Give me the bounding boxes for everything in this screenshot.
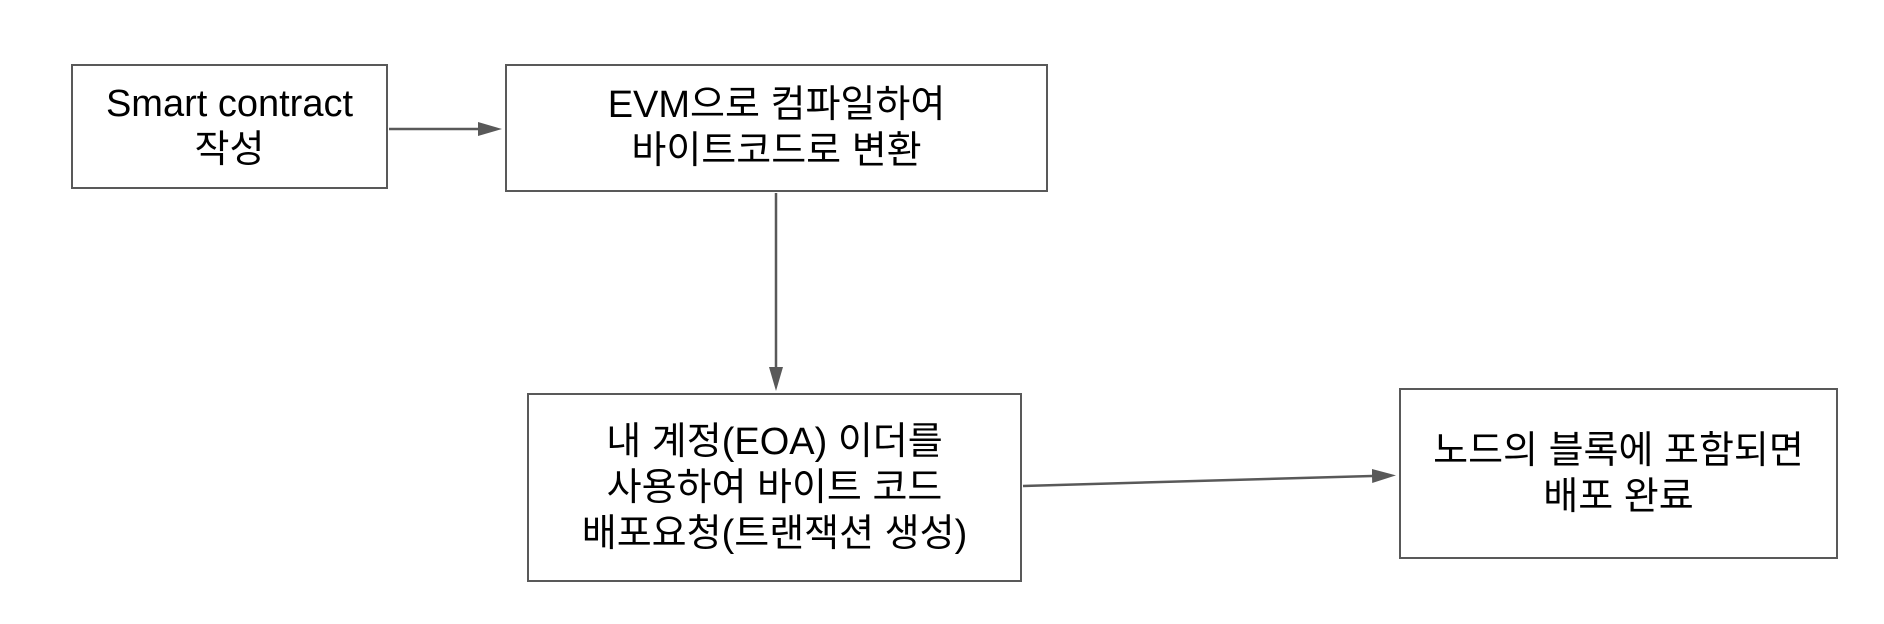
node-label-line: EVM으로 컴파일하여: [607, 84, 946, 126]
node-label-line: 작성: [194, 128, 265, 171]
node-deploy-request: 내 계정(EOA) 이더를 사용하여 바이트 코드 배포요청(트랜잭션 생성): [527, 393, 1022, 582]
node-evm-compile: EVM으로 컴파일하여 바이트코드로 변환: [505, 64, 1048, 192]
node-label-line: 사용하여 바이트 코드: [606, 466, 943, 509]
node-deploy-complete: 노드의 블록에 포함되면 배포 완료: [1399, 388, 1838, 559]
node-smart-contract-write: Smart contract 작성: [71, 64, 388, 189]
node-label-line: 노드의 블록에 포함되면: [1433, 429, 1804, 472]
arrow-deploy-to-complete: [1022, 469, 1396, 488]
node-label-line: 바이트코드로 변환: [631, 130, 922, 172]
node-label-line: 내 계정(EOA) 이더를: [606, 420, 943, 463]
node-label-line: 배포 완료: [1543, 475, 1694, 518]
node-label-line: Smart contract: [105, 82, 354, 125]
node-label-line: 배포요청(트랜잭션 생성): [581, 512, 968, 555]
